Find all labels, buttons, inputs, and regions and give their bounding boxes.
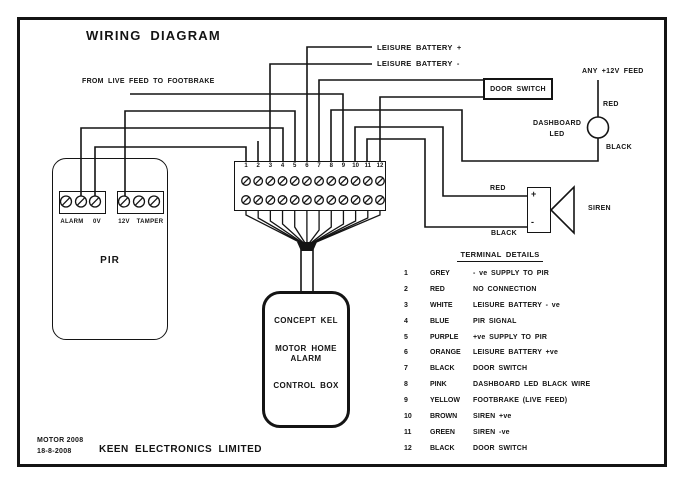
terminal-detail-desc: FOOTBRAKE (LIVE FEED) xyxy=(473,397,568,405)
terminal-detail-row: 12 BLACK DOOR SWITCH xyxy=(404,445,654,461)
control-box-line4: CONTROL BOX xyxy=(273,381,339,390)
terminal-number: 6 xyxy=(305,163,309,169)
terminal-number: 1 xyxy=(244,163,248,169)
terminal-number: 3 xyxy=(268,163,273,169)
terminal-details-title: TERMINAL DETAILS xyxy=(457,250,543,262)
dashboard-led-label-line1: DASHBOARD xyxy=(533,120,582,127)
terminal-detail-num: 3 xyxy=(404,301,408,309)
terminal-number: 5 xyxy=(293,163,297,169)
terminal-detail-row: 1 GREY - ve SUPPLY TO PIR xyxy=(404,270,654,286)
terminal-detail-num: 7 xyxy=(404,365,408,373)
footer-motor: MOTOR 2008 xyxy=(37,437,84,444)
terminal-detail-row: 7 BLACK DOOR SWITCH xyxy=(404,365,654,381)
terminal-detail-color: RED xyxy=(430,285,445,293)
page-title: WIRING DIAGRAM xyxy=(86,28,221,43)
siren-minus-sign: - xyxy=(531,217,535,227)
door-switch-box: DOOR SWITCH xyxy=(483,78,553,100)
terminal-detail-desc: LEISURE BATTERY - ve xyxy=(473,301,560,309)
terminal-detail-row: 4 BLUE PIR SIGNAL xyxy=(404,318,654,334)
pir-terminal-label-0v: 0V xyxy=(93,219,101,225)
terminal-number: 4 xyxy=(280,163,285,169)
control-box-line1: CONCEPT KEL xyxy=(274,316,338,325)
terminal-detail-num: 4 xyxy=(404,317,408,325)
terminal-number: 8 xyxy=(329,163,333,169)
led-red-wire-label: RED xyxy=(603,101,619,108)
any-12v-feed-label: ANY +12V FEED xyxy=(582,68,644,75)
siren-red-wire-label: RED xyxy=(490,185,506,192)
terminal-number: 11 xyxy=(364,163,371,169)
terminal-detail-desc: SIREN -ve xyxy=(473,428,510,436)
terminal-detail-num: 12 xyxy=(404,444,412,452)
terminal-detail-desc: SIREN +ve xyxy=(473,413,512,421)
terminal-detail-desc: +ve SUPPLY TO PIR xyxy=(473,333,548,341)
footbrake-label: FROM LIVE FEED TO FOOTBRAKE xyxy=(82,78,215,85)
control-box: CONCEPT KEL MOTOR HOME ALARM CONTROL BOX xyxy=(262,291,350,428)
terminal-detail-num: 2 xyxy=(404,285,408,293)
terminal-detail-color: YELLOW xyxy=(430,397,460,405)
terminal-details-list: 1 GREY - ve SUPPLY TO PIR 2 RED NO CONNECTION… xyxy=(404,270,654,461)
footer-company: KEEN ELECTRONICS LIMITED xyxy=(99,444,263,455)
siren-box xyxy=(527,187,551,233)
terminal-number: 7 xyxy=(317,163,321,169)
leisure-battery-minus-label: LEISURE BATTERY - xyxy=(377,59,460,68)
siren-label: SIREN xyxy=(588,205,611,212)
terminal-detail-row: 9 YELLOW FOOTBRAKE (LIVE FEED) xyxy=(404,397,654,413)
terminal-detail-num: 8 xyxy=(404,381,408,389)
led-black-wire-label: BLACK xyxy=(606,144,632,151)
terminal-detail-num: 6 xyxy=(404,349,408,357)
control-box-line3: ALARM xyxy=(290,354,322,363)
terminal-detail-row: 8 PINK DASHBOARD LED BLACK WIRE xyxy=(404,381,654,397)
siren-black-wire-label: BLACK xyxy=(491,230,517,237)
pir-terminal-label-tamper: TAMPER xyxy=(136,219,164,225)
terminal-detail-row: 2 RED NO CONNECTION xyxy=(404,286,654,302)
terminal-detail-desc: DASHBOARD LED BLACK WIRE xyxy=(473,381,591,389)
terminal-detail-row: 6 ORANGE LEISURE BATTERY +ve xyxy=(404,349,654,365)
terminal-detail-color: GREY xyxy=(430,270,450,277)
terminal-detail-color: BLACK xyxy=(430,444,455,452)
pir-name-label: PIR xyxy=(100,255,120,266)
terminal-number: 12 xyxy=(376,163,384,169)
terminal-detail-desc: PIR SIGNAL xyxy=(473,317,517,325)
control-box-line2: MOTOR HOME xyxy=(275,344,337,353)
door-switch-label: DOOR SWITCH xyxy=(490,85,546,93)
terminal-detail-color: PURPLE xyxy=(430,333,459,341)
terminal-detail-row: 11 GREEN SIREN -ve xyxy=(404,429,654,445)
terminal-detail-desc: DOOR SWITCH xyxy=(473,444,528,452)
terminal-detail-num: 9 xyxy=(404,397,408,405)
pir-terminal-label-12v: 12V xyxy=(118,219,130,225)
terminal-detail-row: 10 BROWN SIREN +ve xyxy=(404,413,654,429)
terminal-detail-desc: DOOR SWITCH xyxy=(473,365,528,373)
leisure-battery-plus-label: LEISURE BATTERY + xyxy=(377,43,462,52)
terminal-detail-num: 10 xyxy=(404,413,412,421)
terminal-detail-desc: - ve SUPPLY TO PIR xyxy=(473,270,549,277)
terminal-detail-color: ORANGE xyxy=(430,349,461,357)
terminal-detail-color: GREEN xyxy=(430,428,455,436)
terminal-detail-num: 1 xyxy=(404,270,408,277)
terminal-detail-num: 5 xyxy=(404,333,408,341)
terminal-detail-row: 3 WHITE LEISURE BATTERY - ve xyxy=(404,302,654,318)
terminal-detail-color: BLUE xyxy=(430,317,450,325)
terminal-detail-color: PINK xyxy=(430,381,447,389)
terminal-number: 10 xyxy=(352,163,359,169)
terminal-detail-color: BLACK xyxy=(430,365,455,373)
terminal-number: 9 xyxy=(341,163,346,169)
dashboard-led-label-line2: LED xyxy=(549,131,565,138)
terminal-detail-row: 5 PURPLE +ve SUPPLY TO PIR xyxy=(404,334,654,350)
pir-terminal-label-alarm: ALARM xyxy=(60,219,84,225)
footer-date: 18-8-2008 xyxy=(37,448,72,455)
terminal-detail-desc: NO CONNECTION xyxy=(473,285,537,293)
terminal-detail-num: 11 xyxy=(404,428,412,436)
siren-plus-sign: + xyxy=(531,189,537,199)
terminal-detail-desc: LEISURE BATTERY +ve xyxy=(473,349,559,357)
terminal-number: 2 xyxy=(256,163,260,169)
terminal-detail-color: BROWN xyxy=(430,413,458,421)
terminal-detail-color: WHITE xyxy=(430,301,453,309)
